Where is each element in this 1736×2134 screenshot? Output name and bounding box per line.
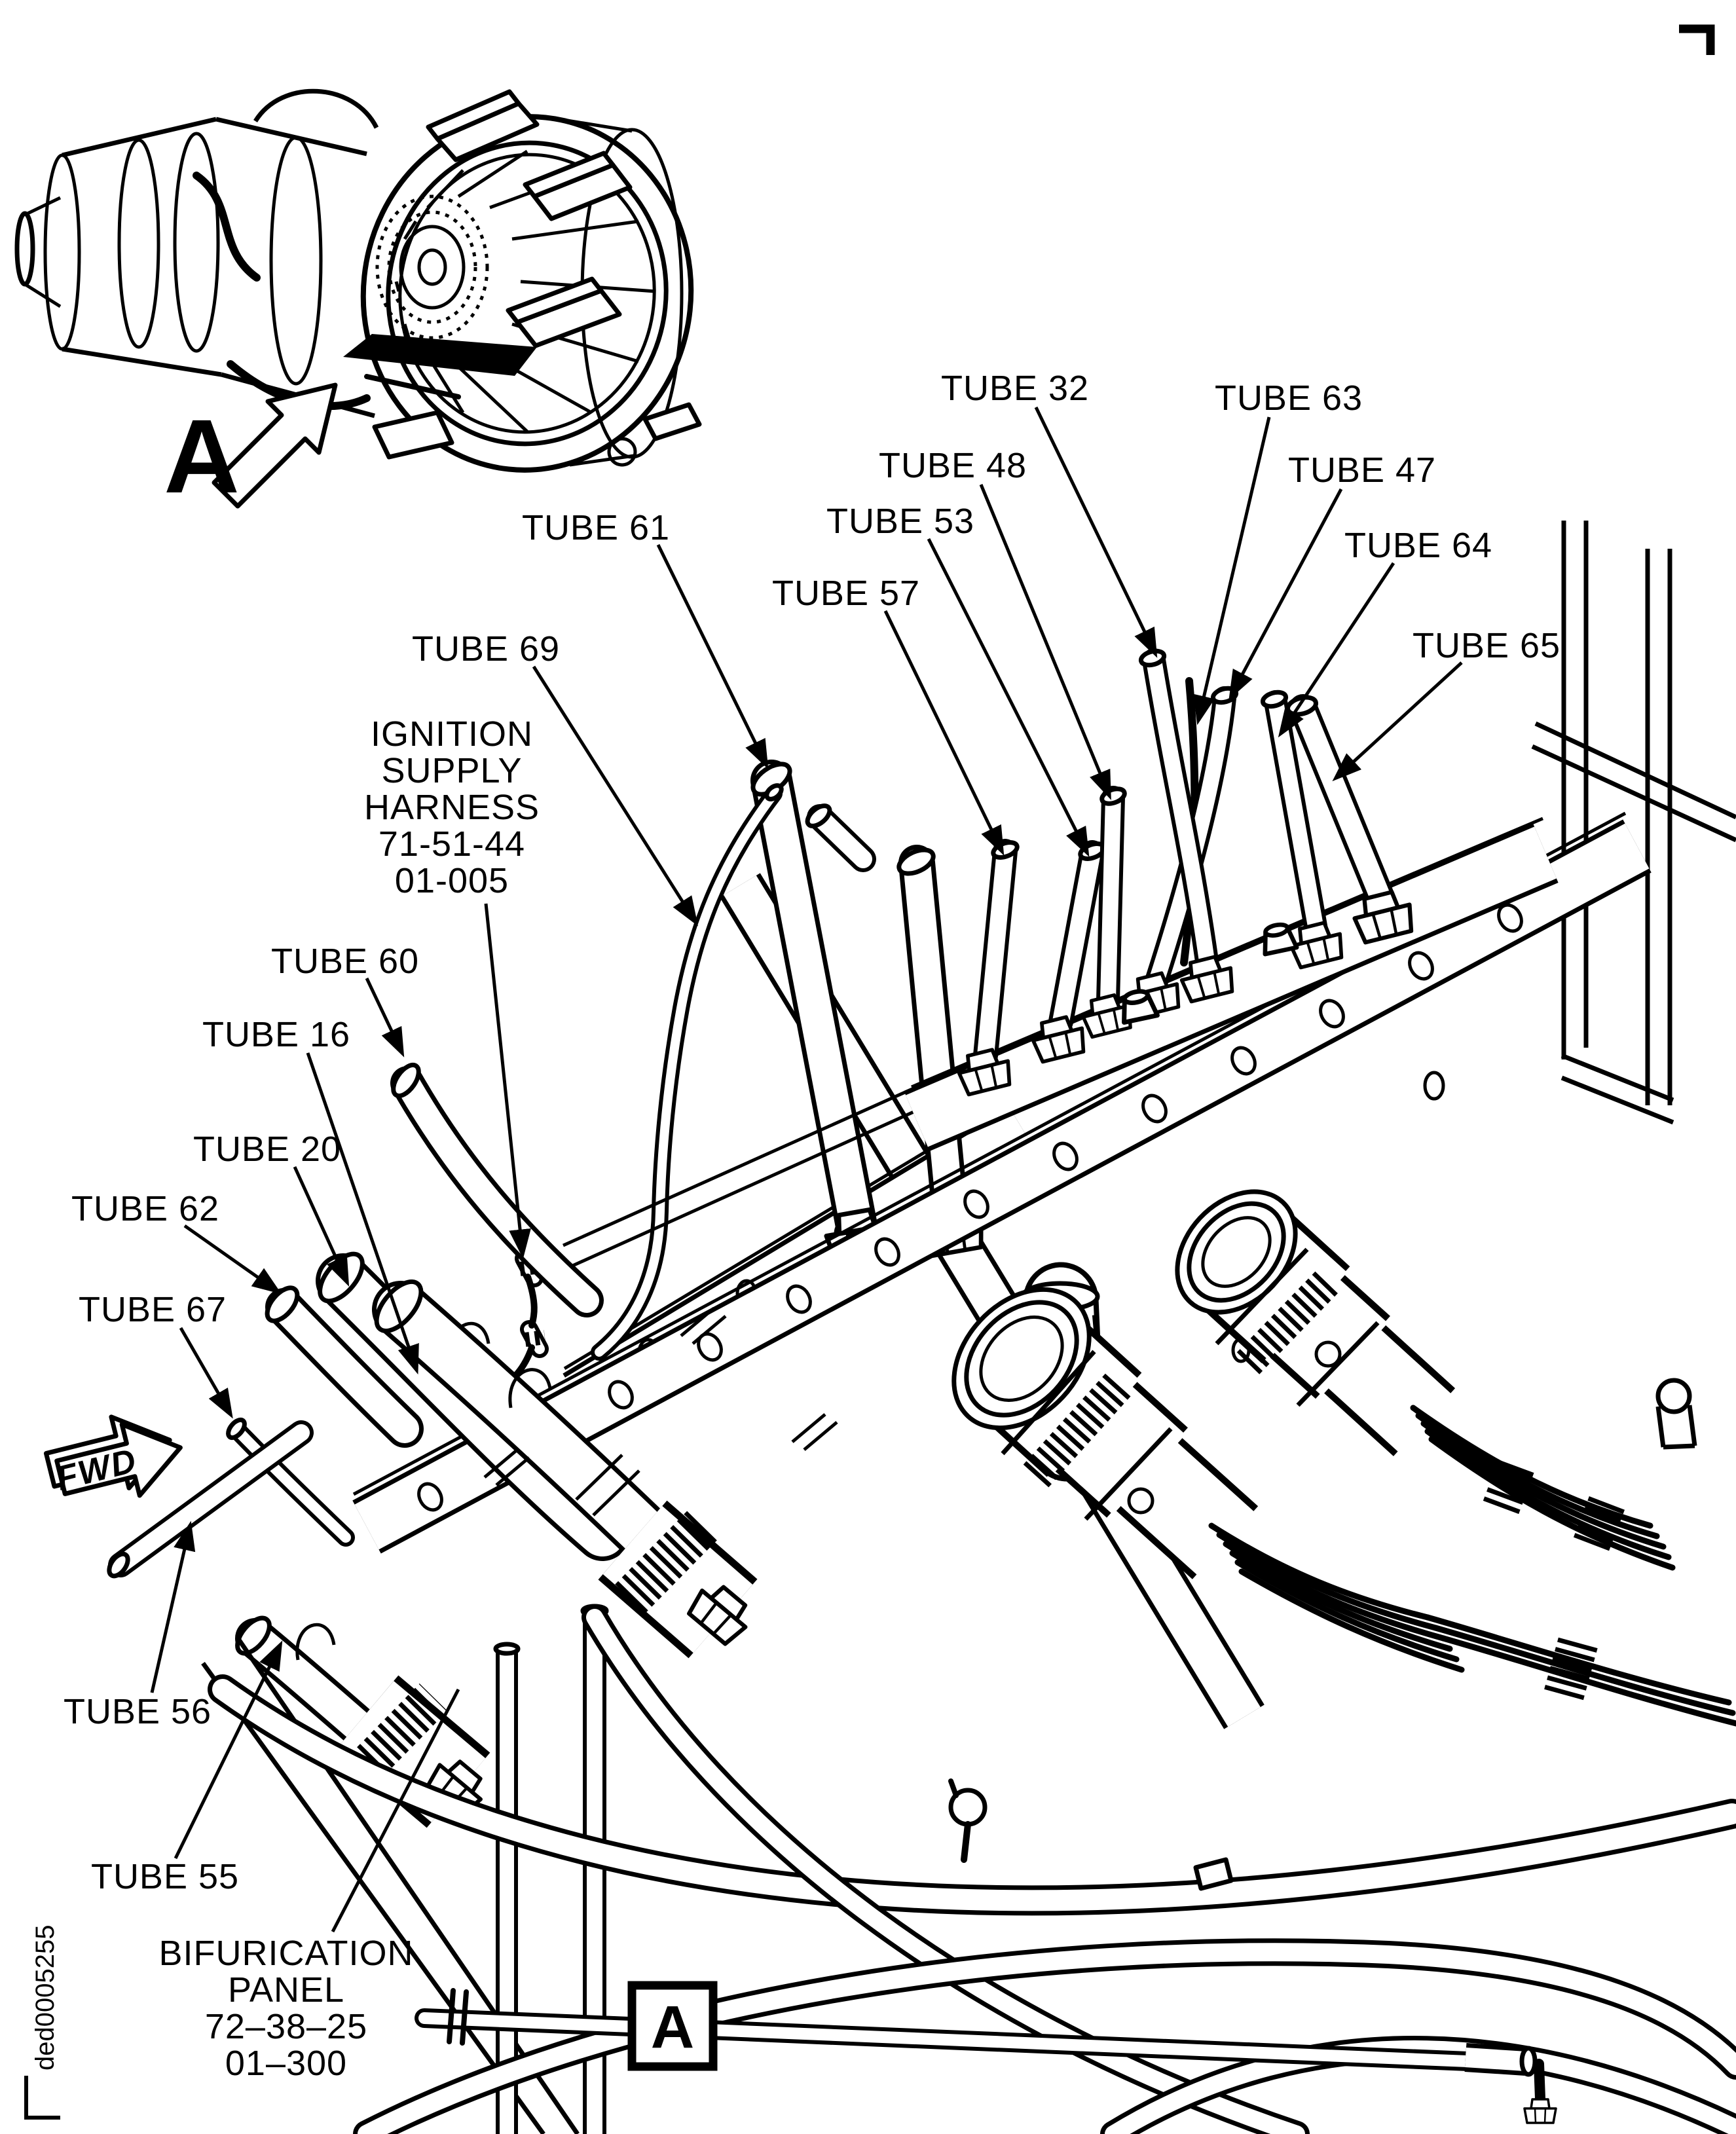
panel-accent-marks [483,1307,838,1486]
callout-tube-55: TUBE 55 [91,1857,239,1896]
detail-a-box-letter: A [651,1994,694,2061]
detail-a-box: A [627,1981,718,2071]
callout-tube-32: TUBE 32 [941,369,1089,408]
right-frame-structure [1231,521,1736,1363]
callout-tube-57: TUBE 57 [772,574,920,613]
bifurication-panel-line-4: 01–300 [225,2044,347,2083]
callout-tube-62: TUBE 62 [71,1189,219,1228]
callout-tube-53: TUBE 53 [826,502,974,541]
fan-blades [394,149,656,433]
callout-ignition-supply-harness: IGNITION SUPPLY HARNESS 71-51-44 01-005 [364,714,540,900]
bifurication-panel-line-3: 72–38–25 [205,2007,367,2046]
callout-tube-48: TUBE 48 [879,446,1027,485]
callout-tube-63: TUBE 63 [1215,378,1363,418]
left-hoses [107,1062,756,1828]
ignition-harness-line-4: 71-51-44 [379,824,525,864]
ignition-harness-line-5: 01-005 [395,861,509,900]
ignition-harness-line-2: SUPPLY [381,751,522,790]
rivet-holes [417,903,1523,1512]
lower-frame-tubes [201,1307,1736,2134]
fwd-direction-arrow: FWD [43,1414,183,1498]
callout-tube-69: TUBE 69 [412,629,560,669]
callout-tube-60: TUBE 60 [271,942,419,981]
ignition-harness-line-3: HARNESS [364,788,540,827]
callout-tube-20: TUBE 20 [193,1130,341,1169]
corner-mark-bottom-left [24,2076,60,2120]
detail-view-letter: A [164,397,240,515]
bifurication-panel-line-2: PANEL [228,1970,344,2010]
corner-mark-top-right [1679,24,1715,55]
callout-tube-67: TUBE 67 [79,1290,227,1329]
detail-view-arrow-icon [212,382,338,509]
callout-tube-61: TUBE 61 [522,508,670,547]
callout-tube-47: TUBE 47 [1288,451,1436,490]
wire-bundles [1208,1405,1736,1727]
igniter-connectors [951,1189,1736,1727]
callout-leader-lines [150,406,1463,1933]
engine-overview-illustration: A [14,88,702,515]
callout-tube-56: TUBE 56 [64,1692,212,1731]
callout-bifurication-panel: BIFURICATION PANEL 72–38–25 01–300 [159,1934,414,2083]
bifurication-panel-line-1: BIFURICATION [159,1934,414,1973]
ignition-harness-line-1: IGNITION [371,714,533,754]
highlighted-bifurcation-panel-location [343,334,537,376]
document-number: ded0005255 [31,1925,60,2070]
callout-tube-16: TUBE 16 [202,1015,350,1054]
callout-labels: TUBE 61 TUBE 69 TUBE 57 TUBE 53 TUBE 48 … [64,369,1561,2083]
callout-tube-65: TUBE 65 [1413,626,1561,665]
callout-tube-64: TUBE 64 [1344,526,1492,565]
